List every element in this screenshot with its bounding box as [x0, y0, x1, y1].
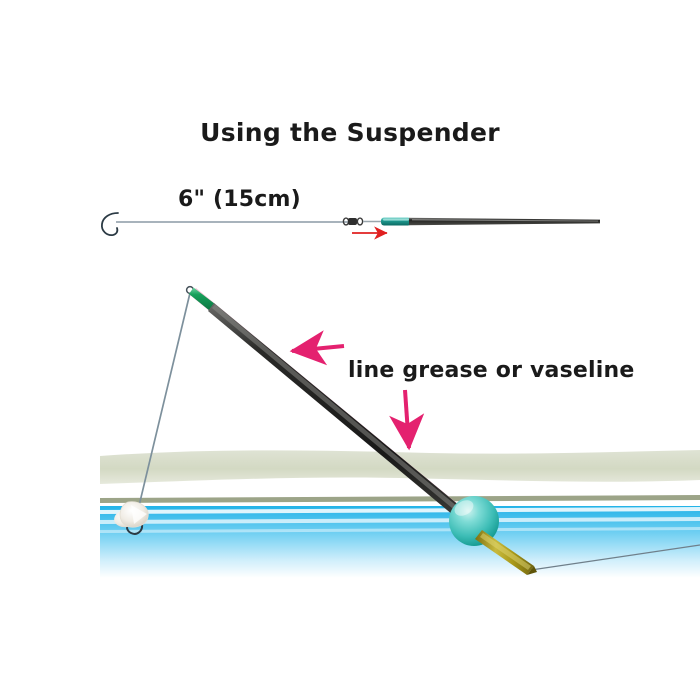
suspender-rig-detail [101, 212, 600, 240]
stem-tip [527, 566, 537, 575]
grease-label: line grease or vaseline [348, 358, 634, 383]
rig-hook-icon [101, 212, 119, 237]
water-highlight-1 [100, 507, 700, 514]
rig-antenna-gloss [412, 219, 598, 222]
fishing-line [137, 292, 700, 571]
grease-arrow-left [289, 330, 345, 366]
float-body-gloss [212, 304, 464, 516]
float-green-tip [189, 287, 215, 311]
water-highlight-3 [100, 527, 700, 533]
line-float-to-bait [137, 292, 191, 511]
rig-antenna [409, 217, 600, 226]
rig-swivel-icon [342, 217, 381, 226]
water-body [100, 506, 700, 578]
sphere-specular-highlight [454, 500, 474, 516]
water-highlight-2 [100, 517, 700, 524]
annotation-arrows [289, 330, 425, 451]
grease-arrow-down [389, 389, 425, 451]
bait-facet [131, 505, 147, 524]
bread-bait [114, 501, 149, 535]
suspender-float [185, 285, 537, 575]
scene-background [100, 450, 700, 578]
measurement-label: 6" (15cm) [178, 187, 301, 212]
stem-gloss [480, 533, 531, 570]
rig-green-gloss [383, 218, 409, 221]
line-stem-to-right [530, 544, 700, 571]
near-bank-line [100, 495, 700, 503]
page-title: Using the Suspender [200, 118, 500, 147]
